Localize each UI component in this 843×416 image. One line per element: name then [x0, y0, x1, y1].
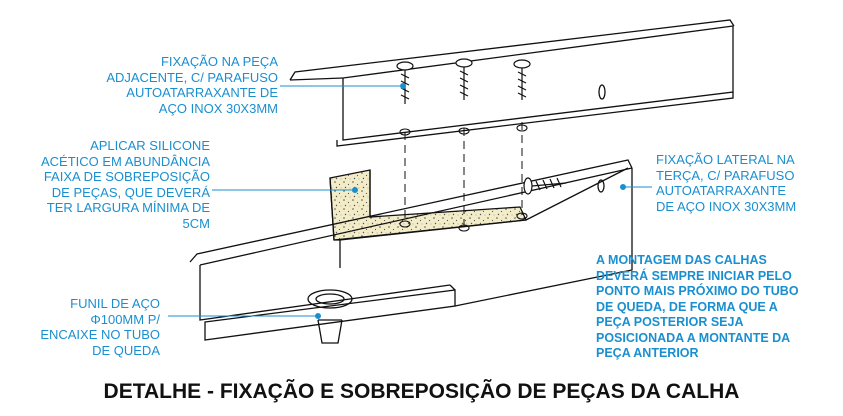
- label-line: APLICAR SILICONE: [90, 138, 210, 153]
- label-line: ACÉTICO EM ABUNDÂNCIA: [40, 153, 210, 169]
- label-line: DE AÇO INOX 30X3MM: [656, 198, 797, 214]
- label-line: FIXAÇÃO NA PEÇA: [160, 54, 278, 69]
- label-line: FIXAÇÃO LATERAL NA: [656, 152, 795, 167]
- label-line: PONTO MAIS PRÓXIMO DO TUBO: [596, 284, 799, 298]
- label-funil: FUNIL DE AÇO Φ100MM P/ ENCAIXE NO TUBO D…: [40, 296, 160, 358]
- drawing-title: DETALHE - FIXAÇÃO E SOBREPOSIÇÃO DE PEÇA…: [103, 380, 740, 403]
- label-line: 5CM: [182, 215, 210, 231]
- label-line: PEÇA ANTERIOR: [596, 346, 699, 360]
- upper-gutter-piece: [289, 19, 735, 147]
- label-line: AUTOATARRAXANTE DE: [126, 85, 278, 100]
- label-montagem: A MONTAGEM DAS CALHAS DEVERÁ SEMPRE INIC…: [596, 253, 799, 362]
- label-fixacao-lateral: FIXAÇÃO LATERAL NA TERÇA, C/ PARAFUSO AU…: [656, 152, 796, 214]
- label-line: AUTOATARRAXANTE: [656, 183, 787, 198]
- label-line: A MONTAGEM DAS CALHAS: [596, 253, 767, 267]
- label-line: TERÇA, C/ PARAFUSO: [656, 167, 795, 183]
- screw-alignment-lines: [404, 122, 523, 226]
- lower-gutter-piece: [189, 159, 633, 341]
- funnel: [307, 289, 353, 344]
- screw-icon: [396, 58, 531, 104]
- label-line: TER LARGURA MÍNIMA DE: [46, 200, 210, 215]
- label-line: AÇO INOX 30X3MM: [158, 100, 278, 116]
- label-line: DEVERÁ SEMPRE INICIAR PELO: [596, 268, 792, 283]
- label-line: POSICIONADA A MONTANTE DA: [596, 330, 791, 345]
- label-fixacao-adjacente: FIXAÇÃO NA PEÇA ADJACENTE, C/ PARAFUSO A…: [106, 54, 278, 116]
- label-line: ADJACENTE, C/ PARAFUSO: [106, 69, 278, 85]
- label-line: FUNIL DE AÇO: [70, 296, 160, 311]
- label-line: FAIXA DE SOBREPOSIÇÃO: [43, 169, 210, 184]
- lateral-screw-icon: [523, 177, 567, 195]
- label-line: DE QUEDA: [92, 342, 160, 358]
- screw-holes: [399, 124, 528, 232]
- label-line: DE QUEDA, DE FORMA QUE A: [596, 299, 778, 314]
- label-silicone: APLICAR SILICONE ACÉTICO EM ABUNDÂNCIA F…: [41, 138, 210, 231]
- leader-lines: [168, 83, 652, 319]
- label-line: DE PEÇAS, QUE DEVERÁ: [51, 184, 210, 200]
- label-line: ENCAIXE NO TUBO: [40, 327, 160, 342]
- label-line: PEÇA POSTERIOR SEJA: [596, 315, 744, 329]
- label-line: Φ100MM P/: [90, 311, 160, 327]
